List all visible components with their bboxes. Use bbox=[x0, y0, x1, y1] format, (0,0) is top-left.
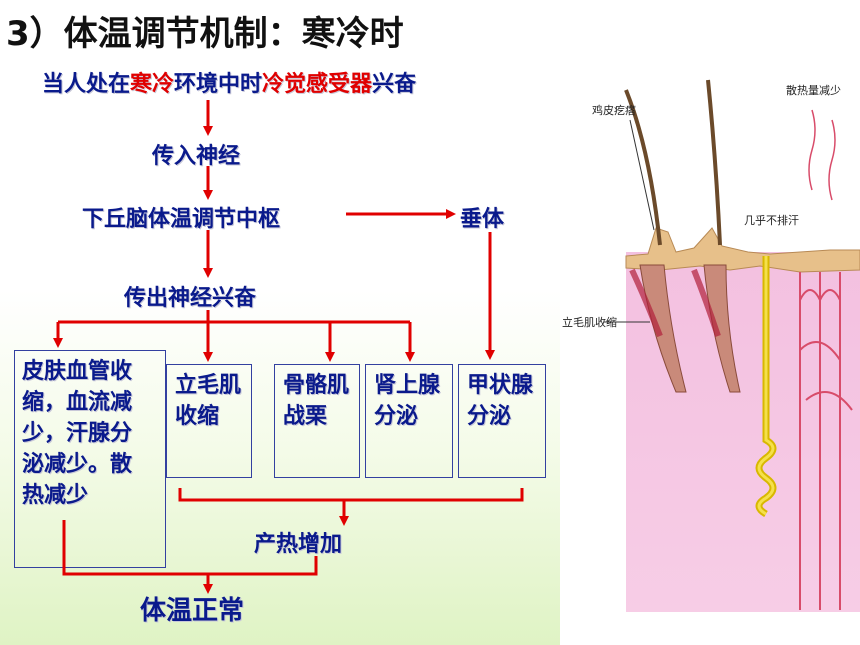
goosebump-label: 鸡皮疙瘩 bbox=[592, 104, 636, 117]
adrenal-box bbox=[365, 364, 453, 478]
shiver-box bbox=[274, 364, 360, 478]
efferent-nerve-label: 传出神经兴奋 bbox=[124, 286, 257, 311]
stimulus-text-1: 当人处在 bbox=[42, 72, 131, 97]
thyroid-box bbox=[458, 364, 546, 478]
stimulus-line: 当人处在寒冷环境中时冷觉感受器兴奋 bbox=[42, 66, 416, 98]
muscle-label: 立毛肌收缩 bbox=[562, 316, 617, 329]
afferent-nerve-label: 传入神经 bbox=[152, 144, 241, 169]
thyroid-text: 甲状腺分泌 bbox=[467, 373, 534, 429]
stimulus-receptor: 冷觉感受器 bbox=[262, 72, 373, 97]
piloerection-box bbox=[166, 364, 252, 478]
stimulus-cold: 寒冷 bbox=[130, 72, 175, 97]
piloerection-text: 立毛肌收缩 bbox=[175, 373, 242, 429]
stimulus-text-3: 兴奋 bbox=[372, 72, 417, 97]
flow-arrows bbox=[53, 100, 524, 594]
heat-production-label: 产热增加 bbox=[254, 532, 343, 557]
skin-effector-text: 皮肤血管收缩，血流减少，汗腺分泌减少。散热减少 bbox=[22, 359, 133, 508]
heat-loss-label: 散热量减少 bbox=[786, 84, 841, 97]
shiver-text: 骨骼肌战栗 bbox=[283, 373, 350, 429]
pituitary-label: 垂体 bbox=[460, 207, 505, 232]
adrenal-text: 肾上腺分泌 bbox=[374, 373, 441, 429]
collector-bracket bbox=[178, 488, 524, 502]
hypothalamus-label: 下丘脑体温调节中枢 bbox=[82, 207, 281, 232]
result-label: 体温正常 bbox=[140, 596, 245, 626]
heat-return-path bbox=[208, 556, 318, 576]
skin-return-path bbox=[62, 520, 208, 576]
sweat-label: 几乎不排汗 bbox=[744, 214, 799, 227]
stimulus-text-2: 环境中时 bbox=[174, 72, 263, 97]
skin-effector-box bbox=[14, 350, 166, 568]
slide-title: 3）体温调节机制：寒冷时 bbox=[6, 14, 404, 54]
